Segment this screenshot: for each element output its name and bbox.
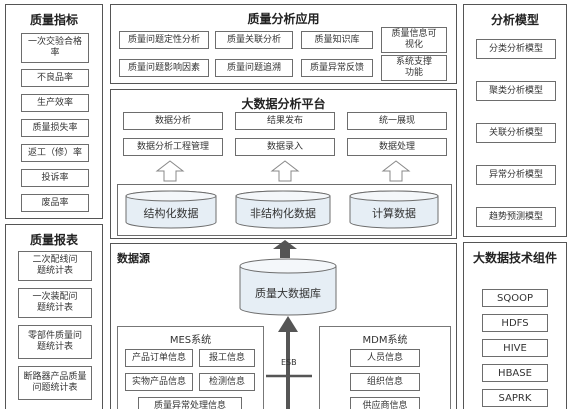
mdm-system: MDM系统 人员信息 组织信息 供应商信息 [319, 326, 451, 409]
mdm-system-title: MDM系统 [362, 335, 408, 346]
tech-item: HIVE [482, 339, 548, 357]
model-item: 分类分析模型 [476, 39, 556, 59]
computed-data-label: 计算数据 [372, 207, 416, 220]
platform-title: 大数据分析平台 [241, 97, 326, 111]
tech-item: SQOOP [482, 289, 548, 307]
app-item: 系统支撑功能 [381, 55, 447, 81]
indicator-item: 生产效率 [21, 94, 89, 112]
indicator-item: 不良品率 [21, 69, 89, 87]
platform-item: 数据处理 [347, 138, 447, 156]
report-item: 一次装配问题统计表 [18, 288, 92, 318]
indicator-item: 废品率 [21, 194, 89, 212]
mes-item: 实物产品信息 [125, 373, 193, 391]
indicator-item: 投诉率 [21, 169, 89, 187]
platform-panel: 大数据分析平台 数据分析 结果发布 统一展现 数据分析工程管理 数据录入 数据处… [110, 89, 457, 239]
mdm-item: 供应商信息 [350, 397, 420, 409]
models-title: 分析模型 [490, 13, 539, 27]
platform-item: 结果发布 [235, 112, 335, 130]
indicator-item: 一次交验合格率 [21, 33, 89, 63]
quality-apps-title: 质量分析应用 [247, 12, 320, 26]
indicator-item: 返工（修）率 [21, 144, 89, 162]
report-item: 零部件质量问题统计表 [18, 325, 92, 359]
model-item: 异常分析模型 [476, 165, 556, 185]
quality-database: 质量大数据库 [239, 258, 337, 316]
quality-reports-title: 质量报表 [29, 233, 78, 247]
platform-item: 数据分析 [123, 112, 223, 130]
model-item: 趋势预测模型 [476, 207, 556, 227]
mes-system: MES系统 产品订单信息 报工信息 实物产品信息 检测信息 质量异常处理信息 [117, 326, 264, 409]
quality-database-label: 质量大数据库 [255, 287, 321, 300]
model-item: 聚类分析模型 [476, 81, 556, 101]
app-item: 质量问题影响因素 [119, 59, 209, 77]
datasource-title: 数据源 [117, 252, 150, 265]
esb-label: ESB [281, 358, 297, 367]
app-item: 质量异常反馈 [301, 59, 373, 77]
unstructured-data-label: 非结构化数据 [250, 207, 316, 220]
app-item: 质量关联分析 [215, 31, 293, 49]
mes-item: 质量异常处理信息 [138, 397, 242, 409]
quality-indicators-title: 质量指标 [29, 13, 78, 27]
quality-apps-panel: 质量分析应用 质量问题定性分析 质量关联分析 质量知识库 质量信息可视化 质量问… [110, 4, 457, 84]
indicator-item: 质量损失率 [21, 119, 89, 137]
tech-item: HBASE [482, 364, 548, 382]
quality-indicators-panel: 质量指标 一次交验合格率 不良品率 生产效率 质量损失率 返工（修）率 投诉率 … [5, 4, 103, 219]
datasource-panel: 数据源 质量大数据库 ESB MES系统 产品订单信息 报工信息 实物产品信息 … [110, 240, 457, 409]
platform-item: 数据录入 [235, 138, 335, 156]
tech-item: SAPRK [482, 389, 548, 407]
tech-title: 大数据技术组件 [472, 251, 557, 265]
structured-data-label: 结构化数据 [143, 207, 199, 220]
mes-item: 报工信息 [199, 349, 255, 367]
models-panel: 分析模型 分类分析模型 聚类分析模型 关联分析模型 异常分析模型 趋势预测模型 [463, 4, 567, 237]
report-item: 二次配线问题统计表 [18, 251, 92, 281]
app-item: 质量问题定性分析 [119, 31, 209, 49]
quality-reports-panel: 质量报表 二次配线问题统计表 一次装配问题统计表 零部件质量问题统计表 断路器产… [5, 224, 103, 409]
report-item: 断路器产品质量问题统计表 [18, 366, 92, 400]
mdm-item: 组织信息 [350, 373, 420, 391]
platform-item: 统一展现 [347, 112, 447, 130]
mes-system-title: MES系统 [169, 335, 212, 346]
computed-data-store: 计算数据 [349, 190, 439, 230]
tech-panel: 大数据技术组件 SQOOP HDFS HIVE HBASE SAPRK [463, 242, 567, 409]
app-item: 质量信息可视化 [381, 27, 447, 53]
platform-item: 数据分析工程管理 [123, 138, 223, 156]
structured-data-store: 结构化数据 [125, 190, 217, 230]
esb-connector [266, 316, 312, 409]
app-item: 质量问题追溯 [215, 59, 293, 77]
app-item: 质量知识库 [301, 31, 373, 49]
mes-item: 产品订单信息 [125, 349, 193, 367]
tech-item: HDFS [482, 314, 548, 332]
mdm-item: 人员信息 [350, 349, 420, 367]
model-item: 关联分析模型 [476, 123, 556, 143]
unstructured-data-store: 非结构化数据 [235, 190, 331, 230]
mes-item: 检测信息 [199, 373, 255, 391]
